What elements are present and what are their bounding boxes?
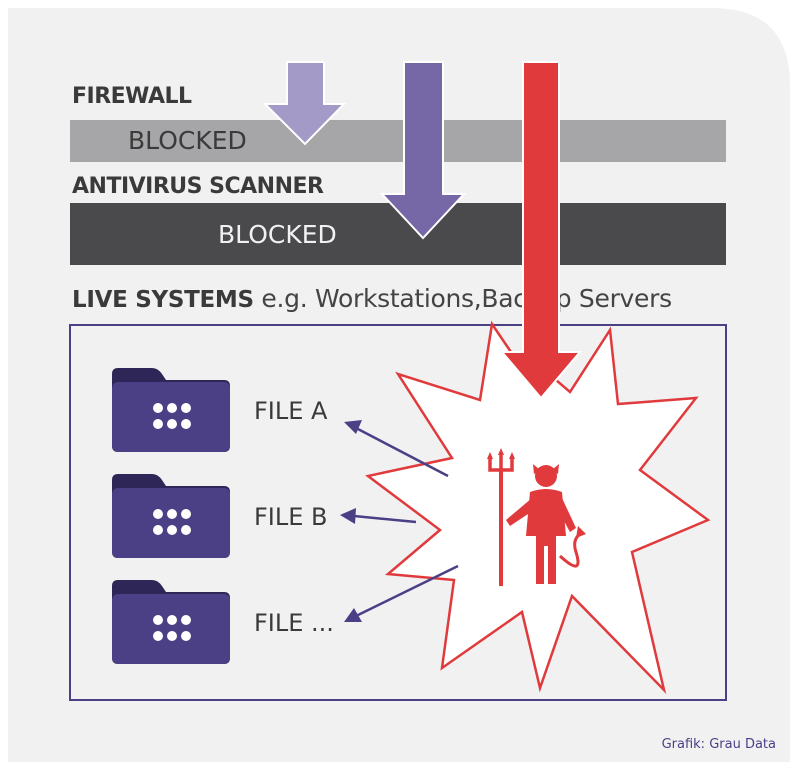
live-systems-title-bold: LIVE SYSTEMS bbox=[72, 287, 254, 313]
file-label: FILE B bbox=[254, 503, 328, 531]
infection-arrows bbox=[340, 420, 459, 622]
infection-arrowhead-file-c bbox=[344, 608, 362, 622]
firewall-title: FIREWALL bbox=[72, 84, 192, 109]
devil-icon bbox=[487, 448, 586, 586]
infection-line-file-a bbox=[355, 426, 449, 478]
antivirus-bar bbox=[70, 203, 726, 265]
live-systems-title: LIVE SYSTEMS e.g. Workstations,Backup Se… bbox=[72, 284, 672, 313]
file-label: FILE ... bbox=[254, 609, 334, 637]
file-label: FILE A bbox=[254, 397, 328, 425]
infection-arrowhead-file-b bbox=[340, 508, 356, 524]
arrow-blocked-by-firewall bbox=[262, 61, 347, 146]
file-row-b: FILE B bbox=[108, 474, 328, 560]
infection-line-file-c bbox=[355, 564, 459, 618]
firewall-status: BLOCKED bbox=[128, 126, 247, 155]
arrow-blocked-by-antivirus bbox=[379, 61, 467, 240]
credit-text: Grafik: Grau Data bbox=[661, 737, 776, 752]
antivirus-title: ANTIVIRUS SCANNER bbox=[72, 174, 324, 199]
file-row-a: FILE A bbox=[108, 368, 327, 454]
antivirus-status: BLOCKED bbox=[218, 220, 337, 249]
folder-icon bbox=[112, 474, 230, 558]
infection-arrowhead-file-a bbox=[344, 420, 362, 434]
file-row-c: FILE ... bbox=[108, 580, 334, 666]
arrow-attack-passes bbox=[499, 61, 583, 400]
firewall-bar bbox=[70, 120, 726, 162]
live-systems-title-rest: e.g. Workstations,Backup Servers bbox=[253, 284, 672, 313]
live-systems-box bbox=[69, 324, 727, 701]
folder-icon bbox=[112, 580, 230, 664]
infection-line-file-b bbox=[353, 514, 417, 524]
folder-icon bbox=[112, 368, 230, 452]
